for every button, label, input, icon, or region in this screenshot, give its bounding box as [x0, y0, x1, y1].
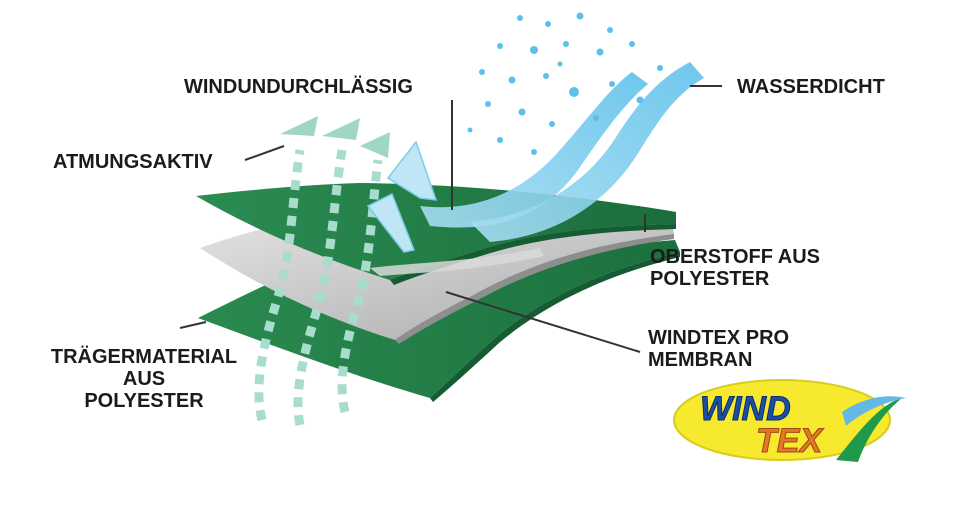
windtex-logo: WIND TEX — [673, 379, 906, 462]
label-backing-line: POLYESTER — [84, 390, 204, 412]
droplet — [530, 46, 538, 54]
droplet — [497, 137, 503, 143]
label-windproof: WINDUNDURCHLÄSSIG — [184, 76, 413, 98]
droplet — [485, 101, 491, 107]
label-membrane: WINDTEX PRO MEMBRAN — [648, 327, 789, 371]
air-arrow-head-2 — [322, 118, 360, 140]
membrane-stripe — [370, 248, 544, 276]
droplet — [609, 81, 615, 87]
label-outer-fabric-line: OBERSTOFF AUS — [650, 246, 821, 268]
droplet — [531, 149, 537, 155]
water-stream-outer — [470, 62, 704, 242]
logo-text-wind: WIND — [700, 390, 791, 428]
droplet — [636, 96, 644, 104]
air-flow-dashes-1 — [254, 149, 305, 422]
label-breathable: ATMUNGSAKTIV — [53, 151, 213, 173]
droplet — [657, 65, 663, 71]
label-membrane-line: MEMBRAN — [648, 349, 753, 371]
droplet — [518, 108, 526, 116]
label-outer-fabric-line: POLYESTER — [650, 268, 770, 290]
droplet — [497, 43, 503, 49]
droplet — [563, 41, 569, 47]
wind-arrow — [366, 140, 438, 253]
leader-backing — [179, 321, 207, 329]
logo-swoosh — [836, 398, 902, 462]
air-arrow-head-3 — [360, 132, 390, 158]
droplet — [543, 73, 549, 79]
wind-arrow-upper — [386, 140, 438, 201]
droplet — [479, 69, 485, 75]
label-outer-fabric: OBERSTOFF AUS POLYESTER — [650, 246, 820, 290]
droplet — [557, 61, 563, 67]
leader-lines — [179, 85, 722, 353]
breathability-arrows — [254, 116, 390, 426]
water-droplets — [467, 12, 663, 155]
water-streams — [420, 62, 704, 242]
droplet — [596, 48, 604, 56]
droplet — [508, 76, 516, 84]
logo-text-tex: TEX — [756, 422, 824, 460]
droplet — [607, 27, 613, 33]
droplet — [467, 127, 473, 133]
droplet — [629, 41, 635, 47]
droplet — [593, 115, 599, 121]
label-backing-line: TRÄGERMATERIAL — [50, 346, 238, 368]
wind-arrow-lower — [366, 192, 416, 253]
droplet — [549, 121, 555, 127]
droplet — [569, 87, 579, 97]
label-backing: TRÄGERMATERIAL AUS POLYESTER — [36, 346, 252, 412]
label-waterproof: WASSERDICHT — [737, 76, 885, 98]
label-membrane-line: WINDTEX PRO — [648, 327, 790, 349]
leader-breathable — [244, 145, 285, 161]
droplet — [576, 12, 584, 20]
logo-swoosh-accent — [842, 396, 906, 426]
droplet — [545, 21, 551, 27]
label-backing-line: AUS — [122, 368, 166, 390]
air-arrow-head-1 — [280, 116, 318, 136]
logo-ellipse — [673, 379, 891, 461]
air-flow-dashes-2 — [293, 149, 347, 426]
water-stream-inner — [420, 72, 648, 228]
leader-membrane — [445, 291, 641, 353]
droplet — [517, 15, 523, 21]
